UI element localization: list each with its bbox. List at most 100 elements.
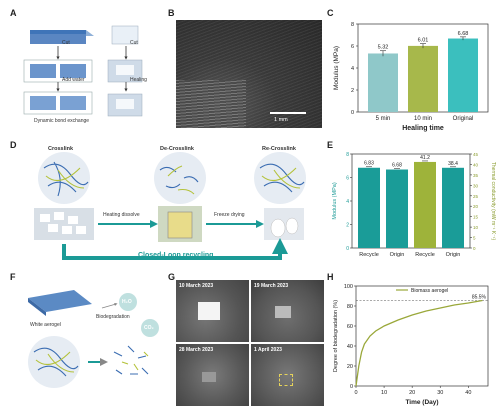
soil-photo-1: 10 March 2023 [176, 280, 249, 342]
y-tick-label: 80 [347, 304, 353, 310]
network-decrosslink [154, 152, 206, 204]
panel-label-h: H [327, 272, 334, 282]
x-tick-label: 40 [465, 390, 471, 396]
x-tick-label: Origin [390, 252, 405, 258]
data-label: 6.83 [364, 161, 374, 167]
sem-image: 1 mm [176, 20, 322, 128]
dynamic-bond-caption: Dynamic bond exchange [34, 118, 90, 124]
x-tick-label: 30 [437, 390, 443, 396]
data-label: 6.01 [418, 38, 429, 44]
panel-a-schematic [23, 25, 143, 117]
series-line [355, 299, 483, 387]
date-label-4: 1 April 2023 [254, 347, 282, 353]
network-degraded [113, 345, 149, 375]
y-tick-label-right: 45 [473, 152, 479, 157]
x-tick-label: 0 [354, 390, 357, 396]
panel-label-g: G [168, 272, 176, 282]
y-tick-label-right: 25 [473, 194, 479, 199]
closed-loop-label: Closed-Loop recycling [138, 252, 214, 259]
data-label: 38.4 [448, 161, 458, 167]
healing-label: Healing [130, 77, 147, 83]
y-tick-label-right: 15 [473, 215, 479, 220]
date-label-1: 10 March 2023 [179, 283, 214, 289]
cut-label-left: Cut [62, 40, 70, 46]
bar [442, 167, 464, 248]
step-freeze: Freeze drying [214, 212, 245, 218]
legend-label: Biomass aerogel [411, 288, 448, 294]
co2-label: CO₂ [144, 325, 154, 331]
x-axis-label: Time (Day) [405, 399, 438, 406]
y-tick-label-right: 40 [473, 162, 479, 167]
panel-label-b: B [168, 8, 175, 18]
bar [408, 45, 438, 112]
y-axis-label-left: Modulus (MPa) [332, 182, 338, 219]
photo-intact [111, 25, 139, 45]
annotation-label: 85.5% [472, 295, 487, 301]
date-label-2: 19 March 2023 [254, 283, 289, 289]
plot-frame [355, 285, 489, 387]
y-axis-label: Modulus (MPa) [333, 46, 340, 90]
y-tick-label-right: 5 [473, 236, 476, 241]
y-tick-label-left: 8 [346, 152, 349, 158]
y-tick-label: 2 [351, 88, 354, 94]
y-tick-label-right: 10 [473, 225, 479, 230]
stage-crosslink: Crosslink [48, 146, 74, 152]
step-heating: Heating dissolve [103, 212, 140, 218]
co2-bubble [141, 319, 159, 337]
x-tick-label: 10 min [414, 116, 432, 122]
y-tick-label-left: 2 [346, 223, 349, 229]
cut-label-right: Cut [130, 40, 138, 46]
x-tick-label: Recycle [415, 252, 435, 258]
bar [368, 53, 398, 112]
y-tick-label: 4 [351, 66, 354, 72]
panel-label-e: E [327, 140, 334, 150]
panel-label-f: F [10, 272, 16, 282]
chart-e-recycle: 024680510152025303540456.83Recycle6.68Or… [332, 152, 496, 258]
x-tick-label: Origin [446, 252, 461, 258]
soil-photo-2: 19 March 2023 [251, 280, 324, 342]
x-tick-label: Recycle [359, 252, 379, 258]
soil-photo-3: 28 March 2023 [176, 344, 249, 406]
biodegradation-label: Biodegradation [96, 314, 130, 320]
bar [358, 167, 380, 248]
x-tick-label: Original [453, 116, 474, 122]
data-label: 6.68 [392, 163, 402, 169]
y-axis-label-right: Thermal conductivity (mW m⁻¹ K⁻¹) [490, 162, 496, 241]
loop-arrow [62, 238, 288, 260]
y-tick-label-right: 20 [473, 204, 479, 209]
y-tick-label-left: 6 [346, 176, 349, 182]
y-tick-label-right: 0 [473, 246, 476, 251]
x-tick-label: 20 [409, 390, 415, 396]
data-label: 6.68 [458, 31, 469, 37]
y-tick-label: 6 [351, 44, 354, 50]
soil-photo-4: 1 April 2023 [251, 344, 324, 406]
x-axis-label: Healing time [402, 125, 444, 132]
x-tick-label: 5 min [376, 116, 391, 122]
y-tick-label: 0 [351, 110, 354, 116]
y-tick-label: 8 [351, 22, 354, 28]
add-water-label: Add water [62, 77, 85, 83]
y-tick-label: 20 [347, 364, 353, 370]
bar [414, 161, 436, 248]
panel-f-schematic [28, 290, 159, 388]
y-tick-label-right: 35 [473, 173, 479, 178]
bar [448, 38, 478, 112]
y-tick-label: 60 [347, 324, 353, 330]
block-intact [30, 30, 94, 44]
bar [386, 169, 408, 248]
y-tick-label: 0 [350, 384, 353, 390]
white-aerogel-label: White aerogel [30, 322, 61, 328]
stage-decrosslink: De-Crosslink [160, 146, 194, 152]
block-wet [23, 91, 93, 115]
panel-label-d: D [10, 140, 17, 150]
y-tick-label: 100 [344, 284, 353, 290]
y-axis-label: Degree of biodegradation (%) [333, 300, 339, 372]
h2o-bubble [119, 293, 137, 311]
scale-bar-label: 1 mm [274, 117, 288, 123]
stage-recrosslink: Re-Crosslink [262, 146, 296, 152]
date-label-3: 28 March 2023 [179, 347, 214, 353]
y-tick-label-left: 0 [346, 246, 349, 252]
panel-d-schematic [34, 152, 306, 260]
